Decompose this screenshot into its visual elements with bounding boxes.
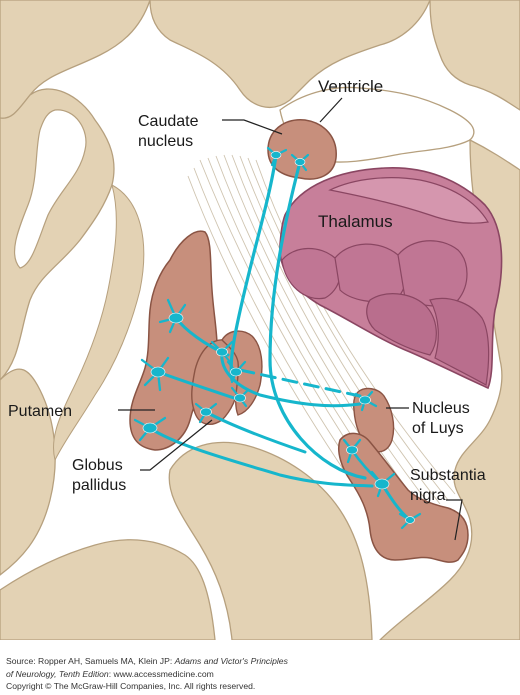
credit-copyright: Copyright © The McGraw-Hill Companies, I… bbox=[6, 681, 256, 692]
neuron-pallidus-4 bbox=[234, 393, 246, 403]
label-putamen: Putamen bbox=[8, 403, 72, 420]
credit-source-title-1: Adams and Victor's Principles bbox=[174, 656, 288, 666]
credit-source-suffix: : www.accessmedicine.com bbox=[108, 668, 214, 679]
thalamus bbox=[279, 167, 503, 390]
fiber-putamen-lower bbox=[148, 426, 374, 488]
credit-source-line1: Source: Ropper AH, Samuels MA, Klein JP:… bbox=[6, 655, 514, 668]
credit-source-title-2: of Neurology, Tenth Edition bbox=[6, 668, 109, 679]
neuron-putamen-upper bbox=[168, 312, 184, 324]
leader-globus bbox=[140, 419, 213, 471]
fiber-pallidus-lower bbox=[204, 410, 307, 454]
cortex-top bbox=[149, 0, 431, 109]
caudate-nucleus bbox=[267, 119, 337, 180]
cortex-left-gyrus bbox=[13, 109, 87, 269]
leader-caudate bbox=[222, 119, 283, 135]
cortex-top-right bbox=[429, 0, 520, 111]
label-globus-line2: pallidus bbox=[72, 477, 126, 494]
neuron-caudate-1 bbox=[270, 151, 282, 159]
neuron-pallidus-2 bbox=[230, 367, 242, 377]
globus-pallidus-medial bbox=[221, 330, 263, 416]
neuron-nigra-2 bbox=[374, 478, 390, 490]
fiber-caudate-to-nigra bbox=[268, 160, 367, 480]
label-caudate-line2: nucleus bbox=[138, 133, 193, 150]
label-luys-line1: Nucleus bbox=[412, 400, 470, 417]
cortex-bottom bbox=[0, 539, 216, 640]
cortex-bottom-left bbox=[0, 368, 56, 576]
thalamus-lobe-1 bbox=[281, 247, 341, 300]
fiber-caudate-to-pallidus bbox=[229, 153, 278, 382]
neuron-luys bbox=[359, 395, 371, 405]
figure-credits: Source: Ropper AH, Samuels MA, Klein JP:… bbox=[6, 655, 514, 693]
leader-nigra bbox=[446, 499, 463, 541]
external-capsule-strip bbox=[52, 184, 145, 462]
neuron-pallidus-3 bbox=[200, 407, 212, 417]
neuron-putamen-lower bbox=[142, 422, 158, 434]
thalamus-lobe-5 bbox=[429, 297, 490, 386]
neuron-caudate-2 bbox=[294, 158, 306, 166]
leader-lines bbox=[118, 97, 463, 541]
label-globus-line1: Globus bbox=[72, 457, 123, 474]
label-luys-line2: of Luys bbox=[412, 420, 464, 437]
thalamus-inner-upper bbox=[328, 177, 489, 224]
neuron-putamen-middle bbox=[150, 366, 166, 378]
neuron-pallidus-1 bbox=[216, 347, 228, 357]
label-thalamus: Thalamus bbox=[318, 212, 393, 231]
cortex-left bbox=[0, 88, 115, 381]
cortex-bottom-middle bbox=[168, 441, 373, 640]
neuron-cell-bodies bbox=[142, 151, 415, 524]
neuron-nigra-1 bbox=[346, 445, 358, 455]
leader-ventricle bbox=[319, 97, 343, 123]
fiber-putamen-middle bbox=[156, 370, 242, 402]
fiber-pallidus-to-thalamus bbox=[220, 350, 362, 408]
fiber-pallidus-to-luys-dashed bbox=[238, 368, 362, 398]
basal-ganglia-diagram: Ventricle Caudate nucleus Thalamus Putam… bbox=[0, 0, 520, 640]
label-ventricle: Ventricle bbox=[318, 77, 383, 96]
credit-source-line2: of Neurology, Tenth Edition: www.accessm… bbox=[6, 668, 514, 681]
thalamus-lobe-4 bbox=[366, 293, 437, 356]
credit-source-prefix: Source: Ropper AH, Samuels MA, Klein JP: bbox=[6, 656, 175, 666]
label-nigra-line2: nigra bbox=[410, 487, 446, 504]
neuron-nigra-3 bbox=[405, 516, 415, 524]
label-caudate-line1: Caudate bbox=[138, 113, 199, 130]
label-nigra-line1: Substantia bbox=[410, 467, 486, 484]
substantia-nigra bbox=[338, 432, 469, 563]
